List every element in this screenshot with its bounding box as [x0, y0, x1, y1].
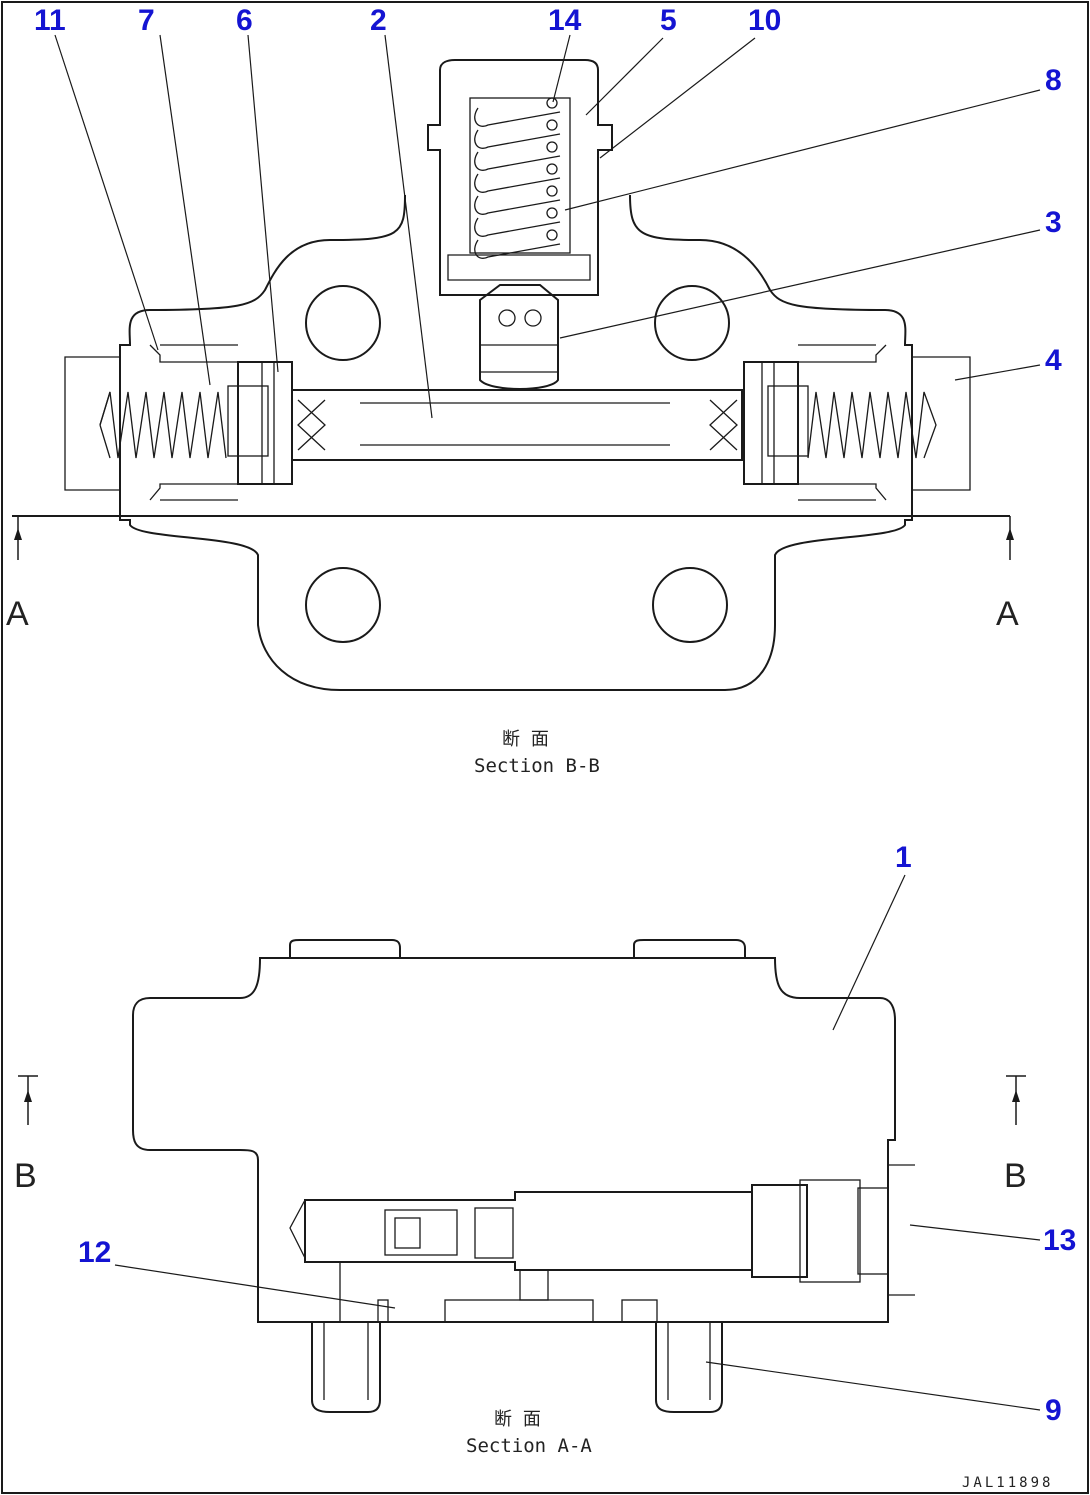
callout-7: 7	[138, 4, 155, 37]
section-bb-view: A A 断 面 Section B-B	[6, 59, 1019, 777]
spring-coil	[474, 97, 561, 259]
cut-arrow-b-left	[18, 1075, 38, 1125]
right-spring	[807, 391, 937, 459]
callout-13: 13	[1043, 1224, 1076, 1257]
cap-shoulder	[447, 254, 591, 281]
right-spring-seat	[767, 385, 809, 457]
plug	[751, 1184, 808, 1278]
valve-body-outline	[119, 194, 913, 691]
callout-10: 10	[748, 4, 781, 37]
mount-hole-bottom-right	[652, 567, 728, 643]
left-retainer	[237, 361, 293, 485]
callout-labels: 11 7 6 2 14 5 10 8 3 4 1 12 13 9	[34, 4, 1076, 1427]
cut-arrow-b-right	[1006, 1075, 1026, 1125]
cut-marker-a-left: A	[6, 595, 29, 633]
callout-6: 6	[236, 4, 253, 37]
drawing-id: JAL11898	[962, 1475, 1053, 1491]
left-plug-extent	[64, 356, 120, 491]
cap-inner	[469, 97, 571, 254]
leader-lines	[54, 34, 1041, 1411]
spool	[291, 389, 743, 461]
cut-arrow-a-right	[1006, 516, 1014, 560]
right-retainer	[743, 361, 799, 485]
cut-arrow-a-left	[14, 516, 22, 560]
callout-2: 2	[370, 4, 387, 37]
mount-hole-top-right	[654, 285, 730, 361]
callout-5: 5	[660, 4, 677, 37]
callout-8: 8	[1045, 64, 1062, 97]
stud-left	[311, 1322, 381, 1413]
callout-4: 4	[1045, 344, 1062, 377]
right-plug-extent	[912, 356, 971, 491]
valve-body-section-aa	[132, 957, 896, 1323]
section-aa-view: B B 断 面 Section A-A	[14, 939, 1027, 1457]
cut-marker-b-right: B	[1004, 1157, 1027, 1195]
callout-11: 11	[34, 4, 66, 37]
callout-9: 9	[1045, 1394, 1062, 1427]
section-aa-caption-jp: 断 面	[494, 1409, 541, 1430]
callout-3: 3	[1045, 206, 1062, 239]
mount-hole-top-left	[305, 285, 381, 361]
callout-1: 1	[895, 841, 912, 874]
left-spring	[99, 391, 227, 459]
cap-housing	[427, 59, 613, 296]
stud-right	[655, 1322, 723, 1413]
poppet	[479, 284, 559, 390]
callout-12: 12	[78, 1236, 111, 1269]
left-spring-seat	[227, 385, 269, 457]
section-bb-caption-jp: 断 面	[502, 729, 549, 750]
callout-14: 14	[548, 4, 582, 37]
section-bb-caption: Section B-B	[474, 755, 600, 777]
cut-marker-a-right: A	[996, 595, 1019, 633]
mount-hole-bottom-left	[305, 567, 381, 643]
section-aa-caption: Section A-A	[466, 1435, 592, 1457]
cut-marker-b-left: B	[14, 1157, 37, 1195]
